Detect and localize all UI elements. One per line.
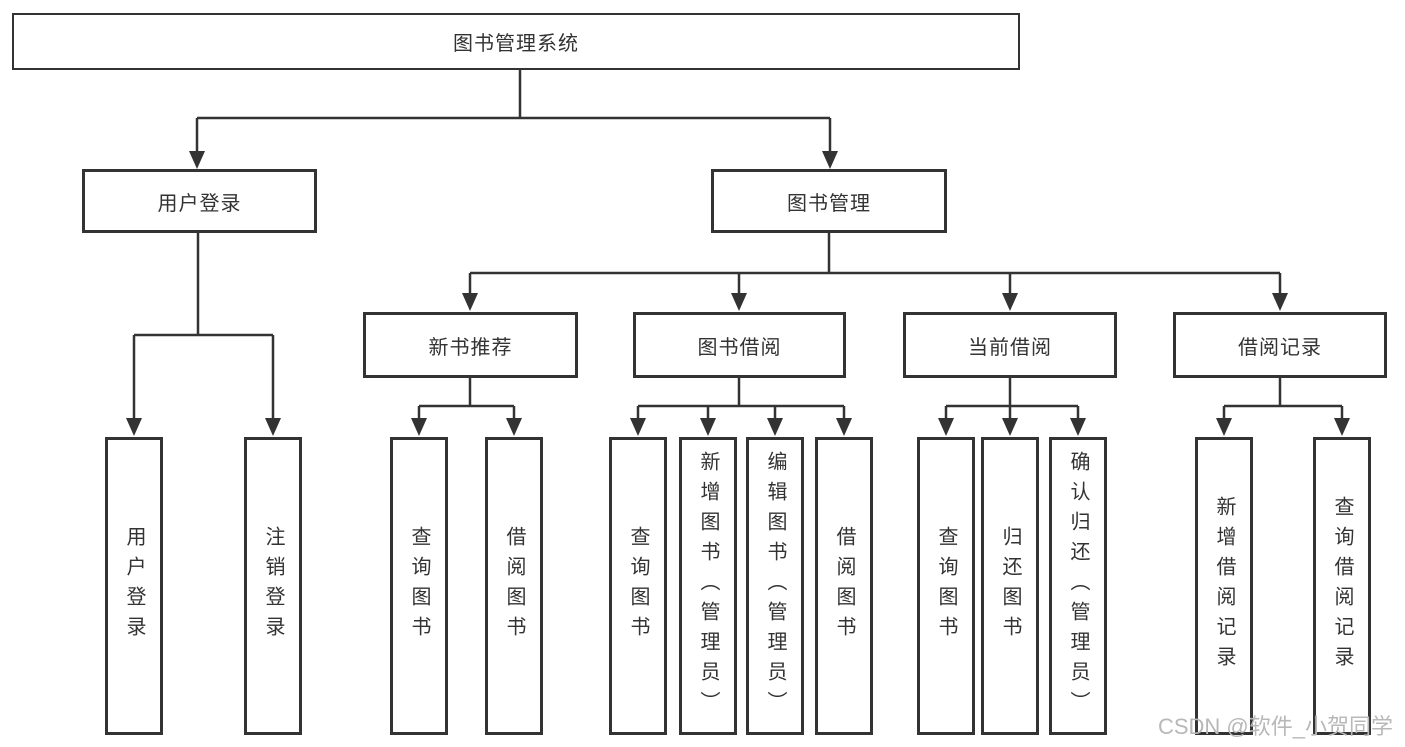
leaf-bb-edit-book-label: 编辑图书（管理员） [764,451,786,721]
csdn-watermark: CSDN @软件_小贺同学 [1157,714,1393,739]
node-book-borrow: 图书借阅 [633,312,846,378]
node-new-book-rec-label: 新书推荐 [428,336,513,359]
node-login-group-label: 用户登录 [157,192,242,215]
leaf-nbr-query-book-label: 查询图书 [408,526,430,646]
leaf-bb-edit-book: 编辑图书（管理员） [746,437,804,735]
node-root: 图书管理系统 [12,13,1020,70]
leaf-bb-borrow-book-label: 借阅图书 [833,526,855,646]
leaf-bb-add-book-label: 新增图书（管理员） [697,451,719,721]
leaf-nbr-borrow-book-label: 借阅图书 [503,526,525,646]
node-book-mgmt-group-label: 图书管理 [787,192,871,215]
leaf-br-query-record-label: 查询借阅记录 [1331,496,1353,676]
node-borrow-record: 借阅记录 [1173,312,1387,378]
node-current-borrow: 当前借阅 [903,312,1117,378]
node-login-group: 用户登录 [82,169,317,233]
leaf-logout-label: 注销登录 [262,526,284,646]
node-root-label: 图书管理系统 [453,33,579,55]
leaf-user-login: 用户登录 [105,437,163,735]
leaf-br-query-record: 查询借阅记录 [1313,437,1371,735]
leaf-cb-confirm-return-label: 确认归还（管理员） [1067,451,1089,721]
node-book-borrow-label: 图书借阅 [697,336,782,359]
leaf-br-add-record: 新增借阅记录 [1195,437,1253,735]
arrowhead-icons [126,151,1350,436]
leaf-cb-query-book: 查询图书 [917,437,975,735]
leaf-bb-add-book: 新增图书（管理员） [679,437,737,735]
node-new-book-rec: 新书推荐 [363,312,578,378]
leaf-cb-return-book: 归还图书 [981,437,1039,735]
leaf-br-add-record-label: 新增借阅记录 [1213,496,1235,676]
leaf-cb-confirm-return: 确认归还（管理员） [1049,437,1107,735]
leaf-cb-return-book-label: 归还图书 [999,526,1021,646]
leaf-nbr-query-book: 查询图书 [390,437,448,735]
node-book-mgmt-group: 图书管理 [711,169,947,233]
leaf-bb-query-book: 查询图书 [609,437,667,735]
node-current-borrow-label: 当前借阅 [968,336,1052,359]
leaf-bb-query-book-label: 查询图书 [627,526,649,646]
leaf-user-login-label: 用户登录 [123,526,145,646]
leaf-bb-borrow-book: 借阅图书 [815,437,873,735]
leaf-nbr-borrow-book: 借阅图书 [485,437,543,735]
leaf-cb-query-book-label: 查询图书 [935,526,957,646]
leaf-logout: 注销登录 [244,437,302,735]
node-borrow-record-label: 借阅记录 [1238,336,1322,359]
